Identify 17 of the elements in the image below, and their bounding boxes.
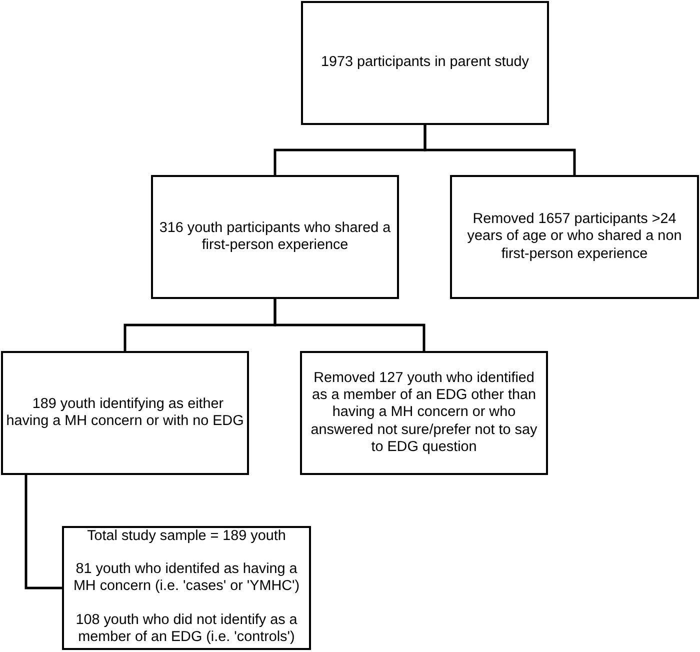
box-text: Removed 1657 participants >24 years of age or who shared a non first-person experience (466, 211, 683, 263)
connector-line (424, 125, 576, 175)
connector-line (274, 299, 426, 351)
box-text: 108 youth who did not identify as a member of an EDG (i.e. 'controls') (74, 612, 298, 646)
flow-box (151, 175, 399, 299)
flow-box (62, 526, 311, 650)
box-text: 1973 participants in parent study (320, 54, 530, 72)
box-text: 189 youth identifying as either having a MH concern or with no EDG (5, 396, 245, 430)
box-text: Total study sample = 189 youth (86, 528, 287, 546)
box-text: 81 youth who identifed as having a MH concern (i.e. 'cases' or 'YMHC') (72, 561, 301, 596)
flow-box (300, 351, 548, 475)
flow-box (301, 1, 549, 125)
box-text: Removed 127 youth who identified as a member of an EDG other than having a MH concern or who answered not sure/prefer not to say to EDG question (310, 370, 538, 456)
flow-box (1, 351, 249, 475)
flow-box (450, 175, 699, 299)
connector-line (24, 475, 62, 590)
box-text: 316 youth participants who shared a first-person experience (158, 220, 392, 254)
